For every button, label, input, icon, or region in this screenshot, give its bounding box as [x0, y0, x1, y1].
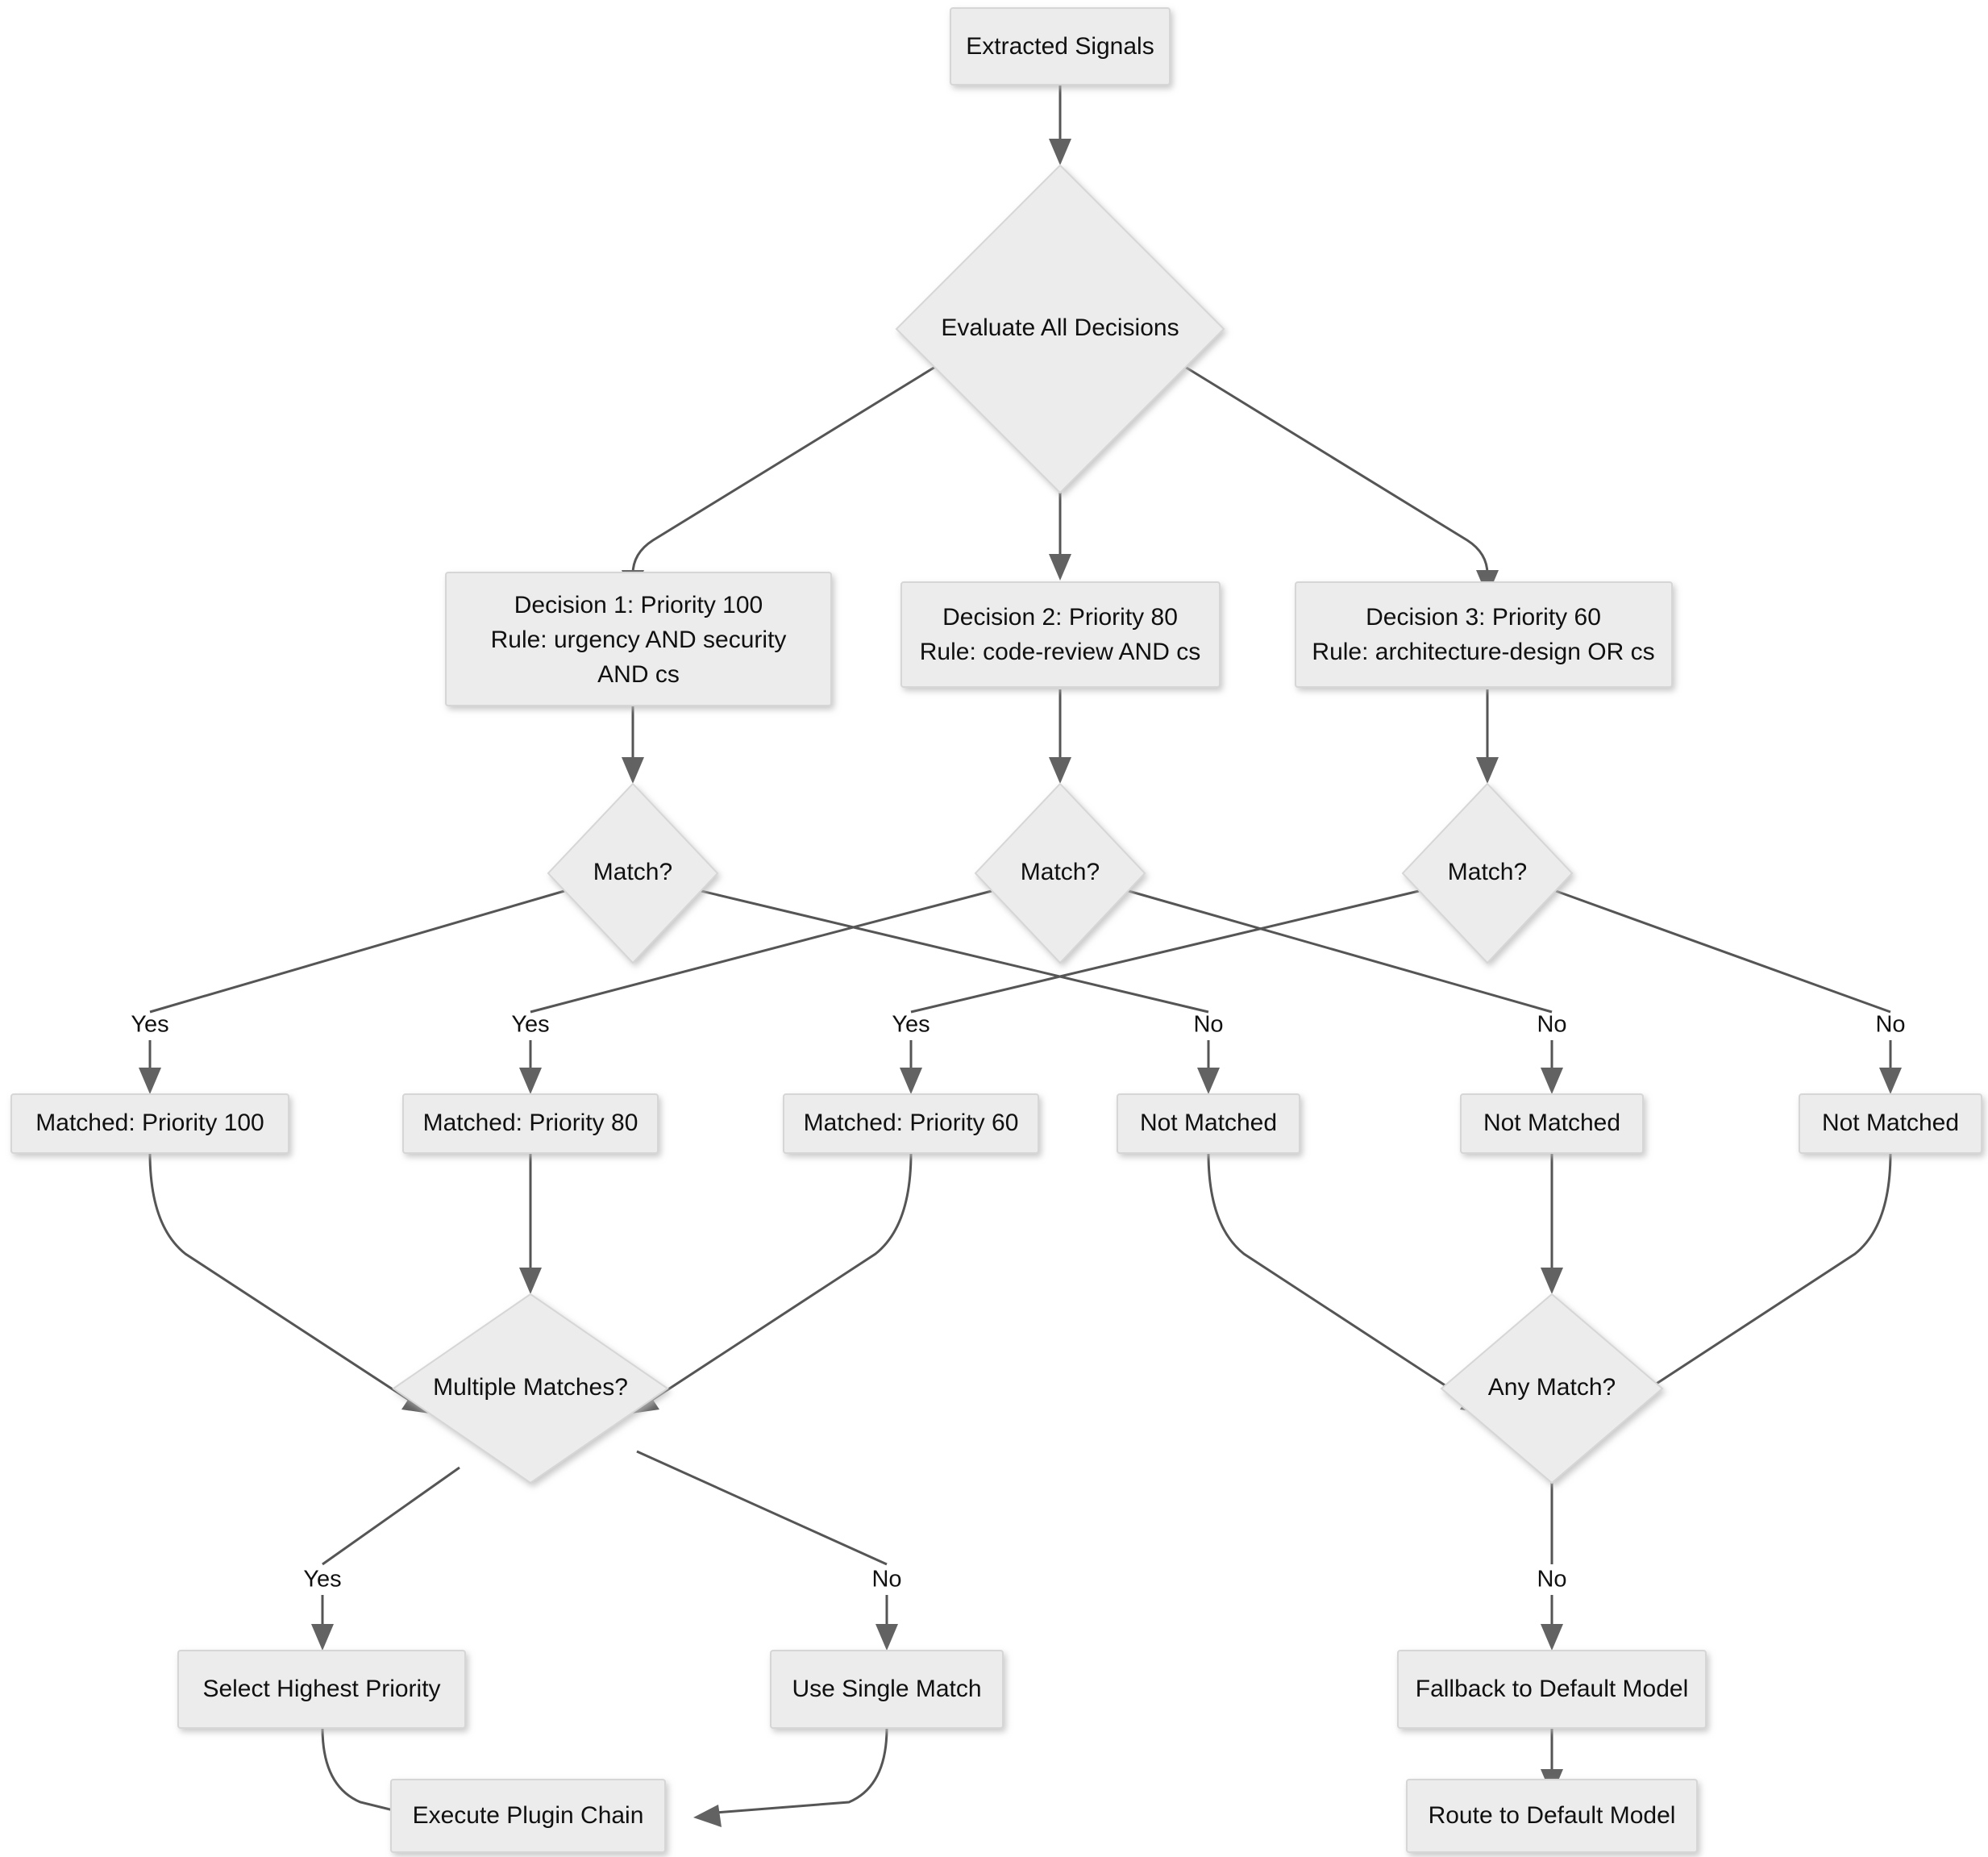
edge-matched80-to-multiple	[519, 1153, 542, 1294]
node-label-execute-plugin-chain: Execute Plugin Chain	[413, 1802, 644, 1829]
node-label-decision1-line2: Rule: urgency AND security	[491, 627, 787, 653]
edge-layer	[139, 85, 1902, 1827]
edge-signals-to-evaluate	[1049, 85, 1071, 165]
node-label-decision3-line1: Decision 3: Priority 60	[1366, 604, 1601, 631]
node-label-decision2-line1: Decision 2: Priority 80	[942, 604, 1178, 631]
node-label-fallback-default-model: Fallback to Default Model	[1416, 1676, 1689, 1702]
node-extracted-signals[interactable]: Extracted Signals	[950, 7, 1171, 85]
node-label-route-default-model: Route to Default Model	[1429, 1802, 1676, 1829]
node-any-match[interactable]: Any Match?	[1440, 1293, 1664, 1484]
node-matched-priority-60[interactable]: Matched: Priority 60	[783, 1093, 1039, 1154]
edge-match2-yes	[519, 889, 992, 1094]
edge-decision1-to-match1	[622, 706, 644, 784]
node-matched-priority-100[interactable]: Matched: Priority 100	[10, 1093, 289, 1154]
edge-notmatched1-to-anymatch	[1207, 1152, 1488, 1414]
node-decision-3[interactable]: Decision 3: Priority 60 Rule: architectu…	[1295, 581, 1673, 688]
edge-multiple-yes	[311, 1466, 460, 1651]
node-label-extracted-signals: Extracted Signals	[966, 33, 1154, 60]
edge-match3-no	[1555, 889, 1902, 1094]
node-evaluate-all-decisions[interactable]: Evaluate All Decisions	[895, 164, 1225, 494]
node-label-any-match: Any Match?	[1488, 1374, 1616, 1401]
edge-label-no-3: No	[1875, 1012, 1905, 1038]
node-matched-priority-80[interactable]: Matched: Priority 80	[402, 1093, 659, 1154]
node-decision-1[interactable]: Decision 1: Priority 100 Rule: urgency A…	[445, 572, 832, 706]
node-label-decision2-line2: Rule: code-review AND cs	[920, 639, 1200, 665]
edge-decision2-to-match2	[1049, 689, 1071, 784]
node-label-match-3: Match?	[1448, 859, 1527, 885]
node-label-evaluate-all-decisions: Evaluate All Decisions	[941, 314, 1179, 341]
node-label-decision1-line3: AND cs	[597, 661, 680, 688]
edge-match3-yes	[900, 889, 1420, 1094]
node-label-select-highest-priority: Select Highest Priority	[202, 1676, 440, 1702]
edge-label-no-2: No	[1537, 1012, 1566, 1038]
edge-label-yes-1: Yes	[131, 1012, 168, 1038]
edge-notmatched3-to-anymatch	[1611, 1152, 1892, 1414]
edge-label-multiple-yes: Yes	[303, 1567, 341, 1593]
node-label-match-1: Match?	[593, 859, 672, 885]
node-label-match-2: Match?	[1021, 859, 1100, 885]
node-label-not-matched-1: Not Matched	[1140, 1110, 1277, 1136]
node-not-matched-2[interactable]: Not Matched	[1460, 1093, 1644, 1154]
node-match-2[interactable]: Match?	[974, 782, 1146, 964]
node-label-multiple-matches: Multiple Matches?	[433, 1374, 628, 1401]
edge-matched100-to-multiple	[148, 1152, 430, 1414]
node-multiple-matches[interactable]: Multiple Matches?	[392, 1293, 669, 1484]
node-route-to-default-model[interactable]: Route to Default Model	[1406, 1779, 1698, 1853]
node-match-3[interactable]: Match?	[1401, 782, 1574, 964]
edge-label-no-1: No	[1193, 1012, 1223, 1038]
node-label-use-single-match: Use Single Match	[792, 1676, 981, 1702]
node-label-not-matched-2: Not Matched	[1483, 1110, 1620, 1136]
node-label-matched-100: Matched: Priority 100	[35, 1110, 264, 1136]
edge-label-yes-3: Yes	[892, 1012, 930, 1038]
node-decision-2[interactable]: Decision 2: Priority 80 Rule: code-revie…	[900, 581, 1221, 688]
node-not-matched-1[interactable]: Not Matched	[1117, 1093, 1300, 1154]
edge-match1-yes	[139, 889, 565, 1094]
edge-label-multiple-no: No	[871, 1567, 901, 1593]
edge-match1-no	[701, 889, 1220, 1094]
node-not-matched-3[interactable]: Not Matched	[1799, 1093, 1982, 1154]
node-label-decision3-line2: Rule: architecture-design OR cs	[1312, 639, 1654, 665]
node-select-highest-priority[interactable]: Select Highest Priority	[177, 1650, 466, 1729]
edge-anymatch-no	[1541, 1468, 1563, 1651]
node-execute-plugin-chain[interactable]: Execute Plugin Chain	[390, 1779, 666, 1853]
node-fallback-to-default-model[interactable]: Fallback to Default Model	[1397, 1650, 1707, 1729]
node-label-decision1-line1: Decision 1: Priority 100	[514, 592, 763, 618]
node-match-1[interactable]: Match?	[547, 782, 719, 964]
edge-label-layer: Yes Yes Yes No No No Yes No No	[131, 1012, 1905, 1593]
node-label-matched-80: Matched: Priority 80	[423, 1110, 638, 1136]
edge-label-anymatch-no: No	[1537, 1567, 1566, 1593]
node-label-not-matched-3: Not Matched	[1822, 1110, 1959, 1136]
edge-evaluate-to-decision3	[1184, 365, 1499, 597]
edge-label-yes-2: Yes	[511, 1012, 549, 1038]
edge-notmatched2-to-anymatch	[1541, 1153, 1563, 1294]
edge-multiple-no	[636, 1450, 898, 1651]
node-label-matched-60: Matched: Priority 60	[804, 1110, 1019, 1136]
edge-matched60-to-multiple	[631, 1152, 913, 1414]
node-use-single-match[interactable]: Use Single Match	[770, 1650, 1004, 1729]
edge-decision3-to-match3	[1476, 689, 1499, 784]
edge-usesingle-to-execute	[693, 1727, 888, 1827]
edge-match2-no	[1128, 889, 1563, 1094]
edge-evaluate-to-decision1	[622, 365, 936, 597]
